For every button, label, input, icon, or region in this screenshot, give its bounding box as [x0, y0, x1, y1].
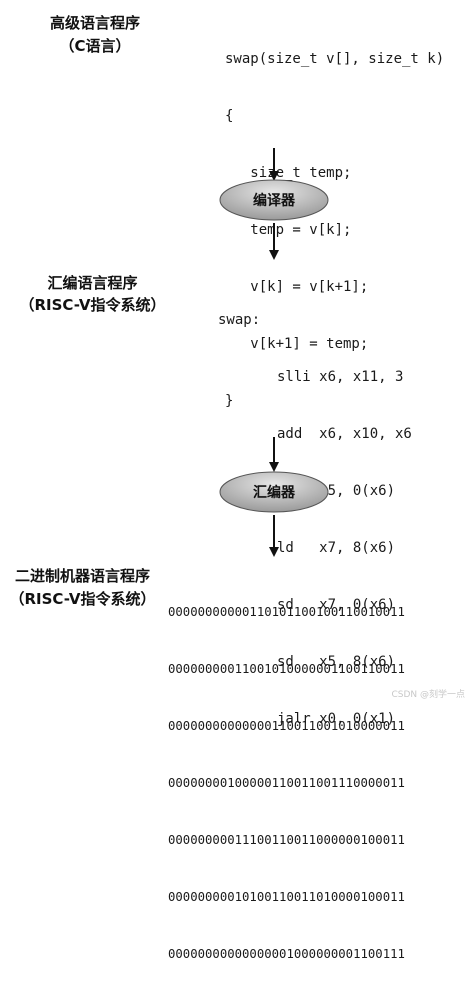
code-line: {: [225, 108, 234, 124]
code-line: swap:: [218, 312, 261, 328]
code-line: }: [225, 393, 234, 409]
binary-line: 00000000000000110011001010000011: [168, 719, 405, 733]
arrow-line: [273, 515, 275, 548]
assembler-ellipse: [219, 471, 329, 513]
compiler-ellipse-shape: [219, 179, 329, 221]
arrow-head: [269, 171, 279, 181]
code-line: swap(size_t v[], size_t k): [225, 51, 445, 67]
high-level-language-subtitle: （C语言）: [59, 37, 131, 55]
code-line: sd x5, 8(x6): [218, 654, 396, 670]
code-line: v[k+1] = temp;: [225, 336, 369, 352]
c-source-code: swap(size_t v[], size_t k) { size_t temp…: [225, 12, 444, 430]
binary-line: 00000000000000001000000001100111: [168, 947, 405, 961]
assembler-ellipse-shape: [219, 471, 329, 513]
high-level-language-title: 高级语言程序: [49, 14, 140, 32]
assembly-language-title: 汇编语言程序: [47, 274, 138, 292]
compiler-stage: 编译器: [218, 178, 330, 222]
code-line: v[k] = v[k+1];: [225, 279, 369, 295]
arrow-head: [269, 462, 279, 472]
binary-line: 00000000011100110011000000100011: [168, 833, 405, 847]
binary-line: 00000000100000110011001110000011: [168, 776, 405, 790]
compiler-ellipse: [219, 179, 329, 221]
assembler-label: 汇编器: [253, 485, 295, 501]
arrow-line: [273, 223, 275, 251]
code-line: ld x7, 8(x6): [218, 540, 396, 556]
code-line: temp = v[k];: [225, 222, 352, 238]
arrow-head: [269, 250, 279, 260]
binary-line: 00000000011001010000001100110011: [168, 662, 405, 676]
assembly-language-subtitle: （RISC-V指令系统）: [19, 296, 166, 314]
assembler-stage: 汇编器: [218, 470, 330, 514]
compiler-label: 编译器: [253, 193, 295, 209]
arrow-line: [273, 148, 275, 172]
machine-language-subtitle: （RISC-V指令系统）: [9, 590, 156, 608]
arrow-head: [269, 547, 279, 557]
code-line: sd x7, 0(x6): [218, 597, 396, 613]
code-line: slli x6, x11, 3: [218, 369, 404, 385]
machine-language-title: 二进制机器语言程序: [14, 567, 150, 585]
watermark: CSDN @刻学一点: [391, 690, 465, 700]
binary-line: 00000000000110101100100110010011: [168, 605, 405, 619]
binary-line: 00000000010100110011010000100011: [168, 890, 405, 904]
code-line: add x6, x10, x6: [218, 426, 412, 442]
machine-code: 00000000000110101100100110010011 0000000…: [168, 565, 405, 983]
arrow-line: [273, 437, 275, 463]
